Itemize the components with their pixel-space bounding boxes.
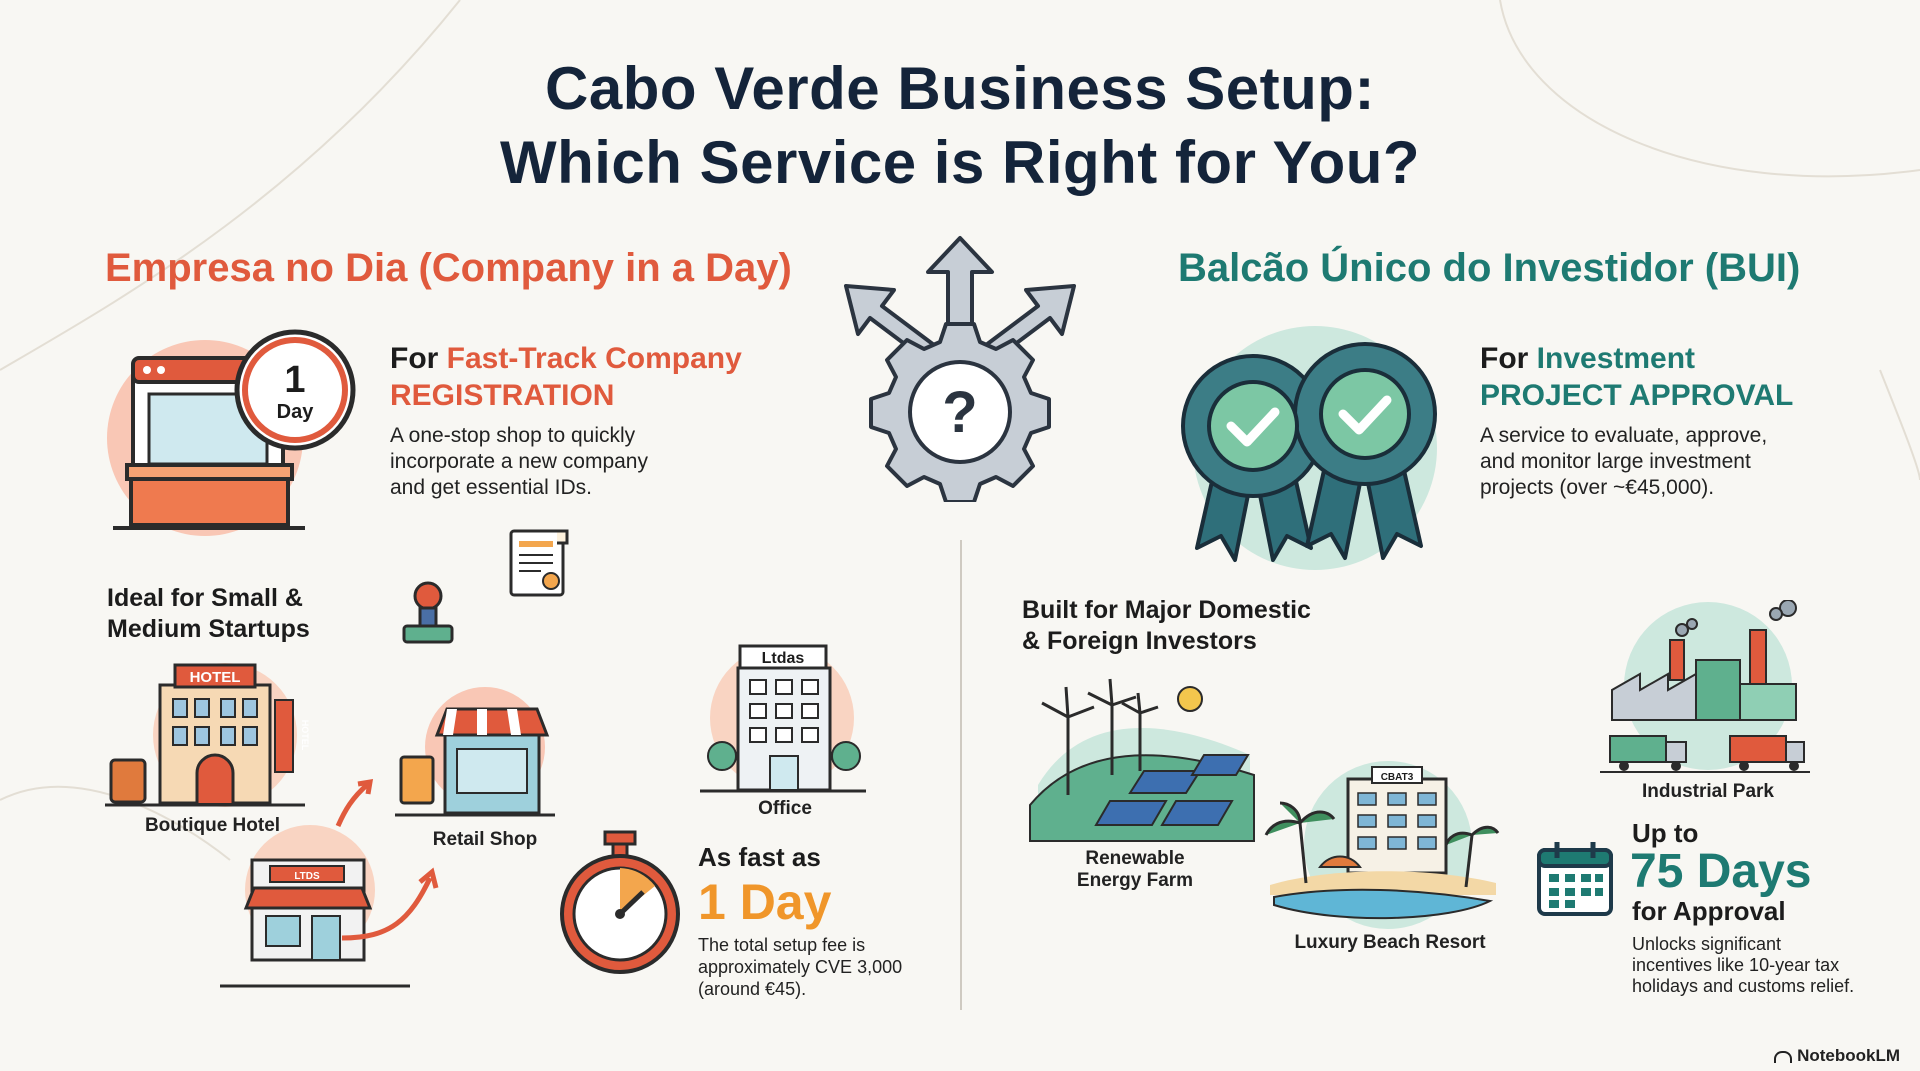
ideal-line-2: Medium Startups — [107, 615, 310, 643]
fast-line-1: As fast as — [698, 842, 821, 872]
stamp-icon — [402, 581, 454, 644]
built-line-1: Built for Major Domestic — [1022, 596, 1311, 624]
days-big-number: 75 Days — [1630, 845, 1812, 898]
right-heading: Balcão Único do Investidor (BUI) — [1178, 246, 1801, 290]
resort-label: Luxury Beach Resort — [1294, 932, 1486, 953]
left-for-highlight: Fast-Track Company — [446, 342, 742, 375]
office-sign: Ltdas — [762, 650, 805, 667]
title-line-2: Which Service is Right for You? — [499, 129, 1421, 196]
stopwatch-icon — [560, 830, 680, 974]
hotel-label: Boutique Hotel — [144, 815, 281, 836]
right-for-line-2: PROJECT APPROVAL — [1480, 379, 1794, 412]
title-line-1: Cabo Verde Business Setup: — [545, 55, 1375, 122]
service-counter-with-clock-icon: 1 Day — [105, 320, 365, 550]
incentives-line-3: holidays and customs relief. — [1632, 976, 1855, 996]
right-description: A service to evaluate, approve, and moni… — [1480, 423, 1767, 501]
approval-label: for Approval — [1632, 896, 1786, 926]
notebooklm-logo-icon — [1774, 1050, 1793, 1063]
industrial-park-icon — [1600, 600, 1810, 773]
left-heading: Empresa no Dia (Company in a Day) — [105, 246, 792, 290]
small-shop-sign: LTDS — [294, 871, 320, 882]
renewable-energy-farm-icon — [1029, 678, 1255, 842]
built-heading: Built for Major Domestic & Foreign Inves… — [1022, 595, 1311, 657]
industrial-label: Industrial Park — [1642, 781, 1774, 802]
right-for-highlight: Investment — [1536, 342, 1696, 375]
fee-line-1: The total setup fee is — [698, 935, 866, 955]
brand-text: NotebookLM — [1797, 1046, 1900, 1065]
fee-line-2: approximately CVE 3,000 — [698, 957, 903, 977]
right-description-line-3: projects (over ~€45,000). — [1480, 476, 1715, 499]
hotel-sign: HOTEL — [190, 669, 241, 686]
right-description-line-1: A service to evaluate, approve, — [1480, 424, 1768, 447]
small-shop-with-growth-arrows-icon: LTDS — [220, 778, 439, 988]
left-description-line-2: incorporate a new company — [390, 450, 648, 473]
left-for-prefix: For — [390, 342, 439, 375]
right-for-prefix: For — [1480, 342, 1529, 375]
left-for-line-2: REGISTRATION — [390, 379, 615, 412]
svg-text:?: ? — [942, 380, 977, 445]
certificate-icon — [509, 529, 569, 597]
left-description-line-3: and get essential IDs. — [390, 476, 592, 499]
built-line-2: & Foreign Investors — [1022, 627, 1257, 655]
ideal-line-1: Ideal for Small & — [107, 584, 303, 612]
fee-text: The total setup fee is approximately CVE… — [698, 934, 902, 1000]
gear-with-question-and-arrows-icon: ? — [844, 236, 1076, 502]
incentives-line-2: incentives like 10-year tax — [1632, 955, 1840, 975]
incentives-text: Unlocks significant incentives like 10-y… — [1632, 934, 1854, 997]
luxury-beach-resort-icon: CBAT3 — [1264, 761, 1500, 929]
incentives-line-1: Unlocks significant — [1632, 934, 1782, 954]
energy-label: Renewable Energy Farm — [1050, 848, 1220, 892]
clock-unit: Day — [277, 401, 315, 423]
fee-line-3: (around €45). — [698, 979, 807, 999]
hotel-side-sign: HOTEL — [300, 720, 310, 751]
left-description: A one-stop shop to quickly incorporate a… — [390, 423, 648, 501]
calendar-icon — [1537, 842, 1613, 916]
office-building-icon: Ltdas — [700, 644, 866, 793]
brand-label: NotebookLM — [1774, 1046, 1900, 1066]
resort-sign: CBAT3 — [1381, 772, 1414, 783]
retail-shop-icon — [395, 687, 555, 817]
energy-label-line-1: Renewable — [1085, 848, 1185, 869]
left-description-line-1: A one-stop shop to quickly — [390, 424, 636, 447]
upto-label: Up to — [1632, 818, 1699, 848]
right-for-line: For Investment — [1480, 340, 1695, 378]
ideal-heading: Ideal for Small & Medium Startups — [107, 583, 310, 645]
right-description-line-2: and monitor large investment — [1480, 450, 1751, 473]
energy-label-line-2: Energy Farm — [1076, 870, 1194, 891]
boutique-hotel-icon: HOTEL HOTEL — [105, 663, 310, 807]
clock-number: 1 — [284, 359, 305, 401]
left-for-line: For Fast-Track Company — [390, 340, 742, 378]
fast-big-number: 1 Day — [698, 874, 832, 930]
retail-label: Retail Shop — [432, 829, 538, 850]
office-label: Office — [758, 798, 812, 819]
approval-badges-icon — [1181, 326, 1437, 570]
center-divider — [960, 540, 962, 1010]
